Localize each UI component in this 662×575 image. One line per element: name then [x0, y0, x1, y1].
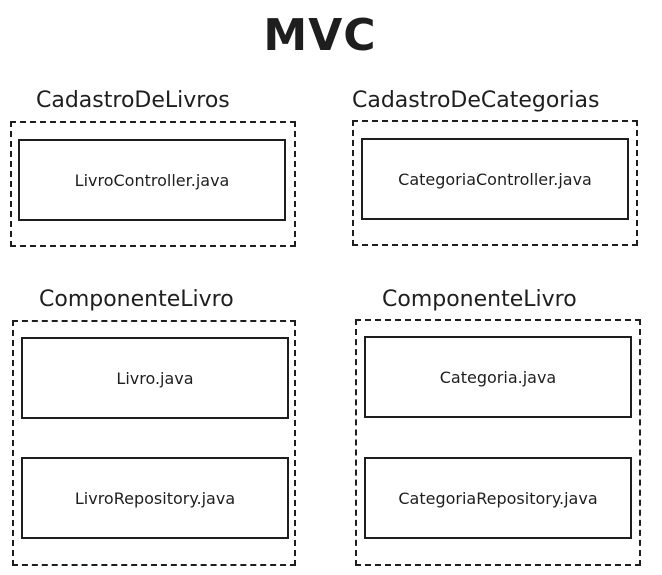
- package-label-componente-categoria: ComponenteLivro: [382, 287, 577, 312]
- class-label-categoria-repository: CategoriaRepository.java: [398, 488, 598, 508]
- package-cadastro-de-livros: LivroController.java: [10, 121, 296, 247]
- class-box-categoria: Categoria.java: [364, 336, 632, 418]
- package-label-cadastro-de-livros: CadastroDeLivros: [36, 88, 230, 113]
- class-box-livro-controller: LivroController.java: [18, 139, 286, 221]
- package-componente-livro: Livro.java LivroRepository.java: [12, 320, 296, 566]
- package-label-cadastro-de-categorias: CadastroDeCategorias: [352, 88, 600, 113]
- package-label-componente-livro: ComponenteLivro: [39, 287, 234, 312]
- class-box-categoria-repository: CategoriaRepository.java: [364, 457, 632, 539]
- class-box-livro: Livro.java: [21, 337, 289, 419]
- class-label-categoria-controller: CategoriaController.java: [398, 169, 592, 189]
- class-label-livro-repository: LivroRepository.java: [74, 488, 236, 508]
- class-label-livro-controller: LivroController.java: [74, 170, 230, 190]
- diagram-title: MVC: [263, 10, 377, 61]
- class-label-livro: Livro.java: [116, 368, 194, 388]
- class-box-livro-repository: LivroRepository.java: [21, 457, 289, 539]
- package-cadastro-de-categorias: CategoriaController.java: [352, 120, 638, 246]
- class-box-categoria-controller: CategoriaController.java: [361, 138, 629, 220]
- class-label-categoria: Categoria.java: [439, 367, 557, 387]
- package-componente-categoria: Categoria.java CategoriaRepository.java: [355, 319, 641, 566]
